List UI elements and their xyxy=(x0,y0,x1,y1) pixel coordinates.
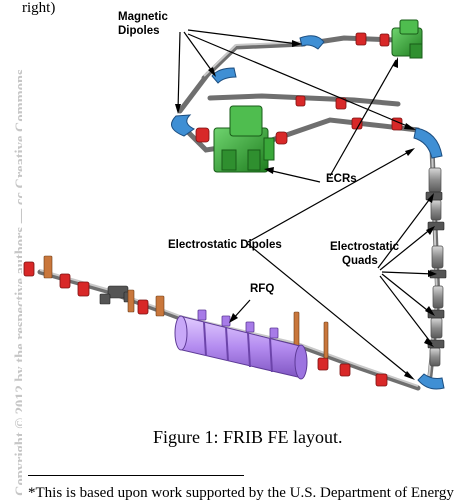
label-quads-line1: Electrostatic xyxy=(330,241,400,253)
label-electrostatic-quads: Electrostatic Quads xyxy=(330,240,399,268)
magnetic-dipole-4 xyxy=(413,127,443,159)
magnetic-dipoles xyxy=(171,35,445,390)
label-ecrs: ECRs xyxy=(326,173,357,185)
electrostatic-dipole-end xyxy=(417,373,445,390)
label-quads-line2: Quads xyxy=(342,255,378,267)
ecr-source-lower xyxy=(213,105,275,173)
label-magnetic-line2: Dipoles xyxy=(118,25,160,37)
frib-fe-layout-figure xyxy=(23,19,447,391)
electrostatic-quads xyxy=(99,191,447,349)
label-rfq: RFQ xyxy=(250,283,275,295)
previous-text-fragment: right) xyxy=(22,0,56,16)
label-magnetic-line1: Magnetic xyxy=(118,11,168,23)
magnetic-dipole-2 xyxy=(211,67,237,84)
ecr-source-upper xyxy=(391,19,423,59)
annotation-arrows xyxy=(177,29,435,379)
figure-caption: Figure 1: FRIB FE layout. xyxy=(153,427,343,447)
label-magnetic-dipoles: Magnetic Dipoles xyxy=(118,10,168,38)
arrow-heads xyxy=(175,40,437,380)
magnetic-dipole-1 xyxy=(171,114,195,137)
footnote: *This is based upon work supported by th… xyxy=(28,485,454,501)
footnote-divider xyxy=(28,475,244,476)
beamline-vertical-segments xyxy=(428,167,444,367)
copper-components xyxy=(43,255,329,359)
rfq-accelerator xyxy=(174,309,308,380)
label-electrostatic-dipoles: Electrostatic Dipoles xyxy=(168,239,282,251)
magnetic-dipole-3 xyxy=(299,35,325,50)
